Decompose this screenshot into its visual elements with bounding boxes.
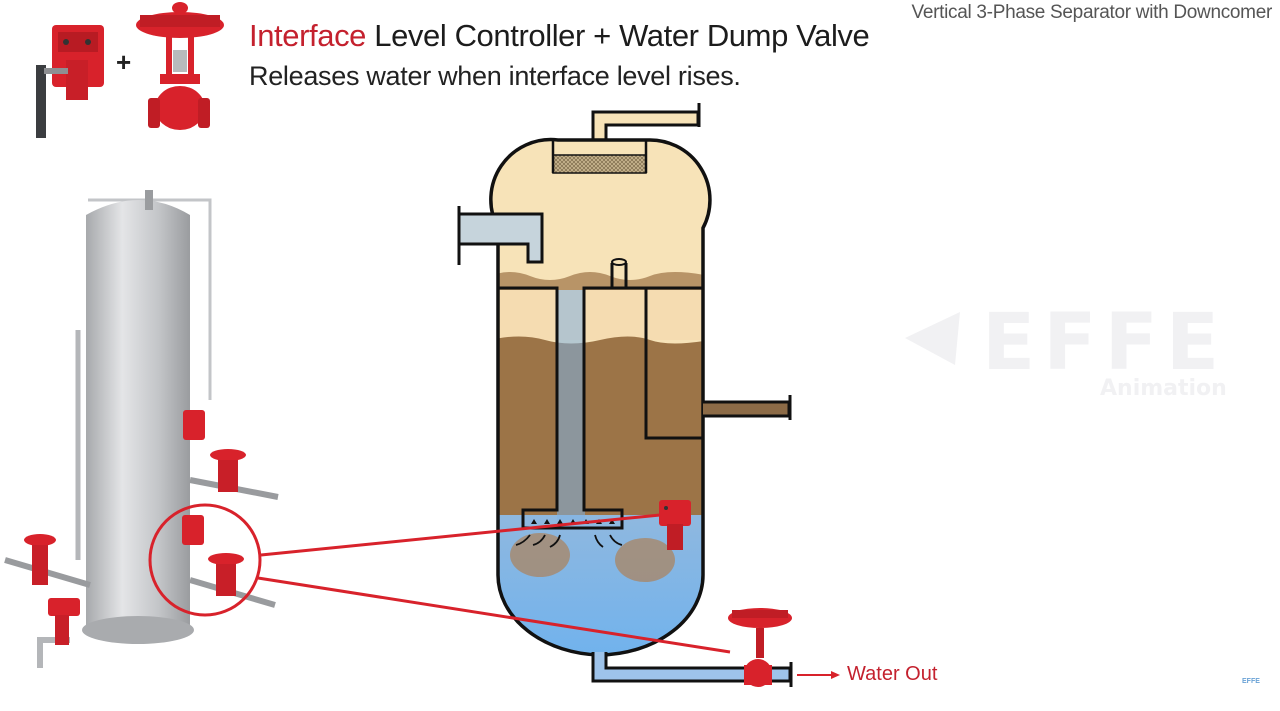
page-subtitle: Releases water when interface level rise… bbox=[249, 61, 741, 91]
callout-highlight bbox=[148, 503, 731, 654]
water-out-label: Water Out bbox=[847, 663, 938, 685]
watermark-subtitle: Animation bbox=[1100, 376, 1227, 401]
water-out-arrow bbox=[797, 671, 840, 679]
separator-3d-illustration bbox=[4, 190, 279, 668]
separator-cross-section bbox=[457, 103, 793, 687]
watermark-text: EFFE bbox=[982, 298, 1228, 388]
plus-sign: + bbox=[116, 47, 131, 77]
video-title: Vertical 3-Phase Separator with Downcome… bbox=[911, 2, 1273, 23]
title-rest: Level Controller + Water Dump Valve bbox=[366, 18, 870, 53]
effe-emblem bbox=[905, 312, 960, 365]
page-title: Interface Level Controller + Water Dump … bbox=[249, 18, 870, 54]
dump-valve-icon bbox=[136, 2, 224, 130]
mini-logo: EFFE bbox=[1242, 678, 1260, 685]
level-controller-icon bbox=[36, 25, 104, 138]
title-accent: Interface bbox=[249, 18, 367, 53]
